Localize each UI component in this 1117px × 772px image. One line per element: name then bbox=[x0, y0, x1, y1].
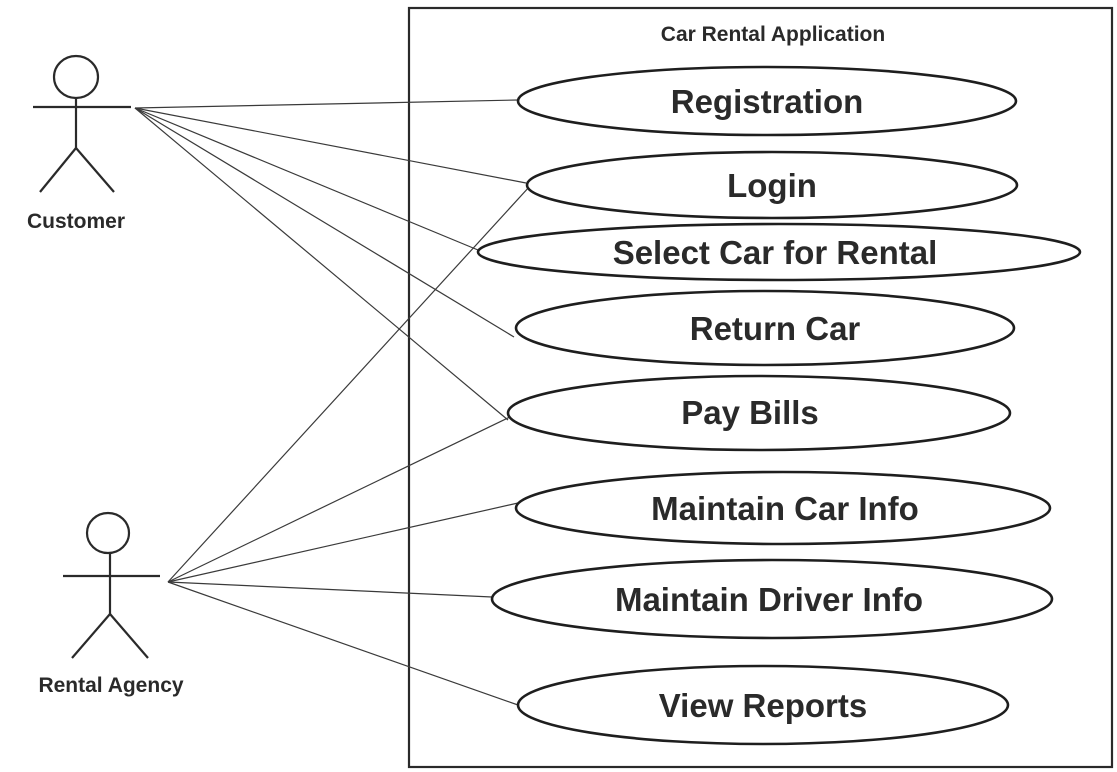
association-customer-pay-bills bbox=[134, 107, 509, 421]
use-case-shape bbox=[514, 470, 1052, 546]
use-case-label: Pay Bills bbox=[681, 394, 819, 431]
actor-right-leg bbox=[109, 613, 149, 659]
actor-right-leg bbox=[75, 147, 115, 193]
association-agency-login bbox=[167, 185, 531, 583]
system-boundary-box bbox=[407, 6, 1114, 769]
use-case-label: Select Car for Rental bbox=[613, 234, 938, 271]
use-case-shape bbox=[525, 150, 1019, 220]
association-agency-maintain-car bbox=[167, 502, 519, 583]
use-case-shape bbox=[516, 664, 1010, 746]
use-case-registration: Registration bbox=[516, 65, 1018, 137]
actor-left-leg bbox=[71, 613, 111, 659]
association-agency-maintain-driver bbox=[167, 581, 493, 598]
use-case-maintain-driver-info: Maintain Driver Info bbox=[490, 558, 1054, 640]
actor-head bbox=[52, 54, 100, 100]
use-case-label: Maintain Driver Info bbox=[615, 581, 923, 618]
actor-label-customer: Customer bbox=[27, 210, 125, 233]
use-case-label: Registration bbox=[671, 83, 864, 120]
association-agency-pay-bills bbox=[167, 415, 513, 583]
system-boundary: Car Rental Application bbox=[407, 6, 1114, 769]
use-cases: Registration Login Select Car for Rental… bbox=[476, 65, 1082, 746]
association-customer-login bbox=[134, 107, 527, 184]
use-case-select-car-for-rental: Select Car for Rental bbox=[476, 222, 1082, 282]
use-case-label: Login bbox=[727, 167, 817, 204]
actor-rental-agency: Rental Agency bbox=[38, 511, 184, 697]
use-case-shape bbox=[506, 374, 1012, 452]
actor-left-leg bbox=[39, 147, 77, 193]
actor-label-rental-agency: Rental Agency bbox=[38, 674, 183, 697]
actor-customer: Customer bbox=[27, 54, 131, 233]
association-customer-registration bbox=[134, 99, 519, 109]
association-customer-return-car bbox=[134, 107, 515, 338]
use-case-maintain-car-info: Maintain Car Info bbox=[514, 470, 1052, 546]
use-case-view-reports: View Reports bbox=[516, 664, 1010, 746]
use-case-shape bbox=[490, 558, 1054, 640]
use-case-shape bbox=[516, 65, 1018, 137]
use-case-shape bbox=[514, 289, 1016, 367]
use-case-pay-bills: Pay Bills bbox=[506, 374, 1012, 452]
use-case-shape bbox=[476, 222, 1082, 282]
associations bbox=[134, 99, 531, 706]
use-case-label: View Reports bbox=[659, 687, 867, 724]
actor-head bbox=[85, 511, 131, 555]
use-case-login: Login bbox=[525, 150, 1019, 220]
use-case-label: Return Car bbox=[690, 310, 861, 347]
use-case-label: Maintain Car Info bbox=[651, 490, 919, 527]
use-case-return-car: Return Car bbox=[514, 289, 1016, 367]
association-customer-select-car bbox=[134, 107, 479, 251]
system-title: Car Rental Application bbox=[661, 23, 885, 46]
association-agency-view-reports bbox=[167, 581, 519, 706]
